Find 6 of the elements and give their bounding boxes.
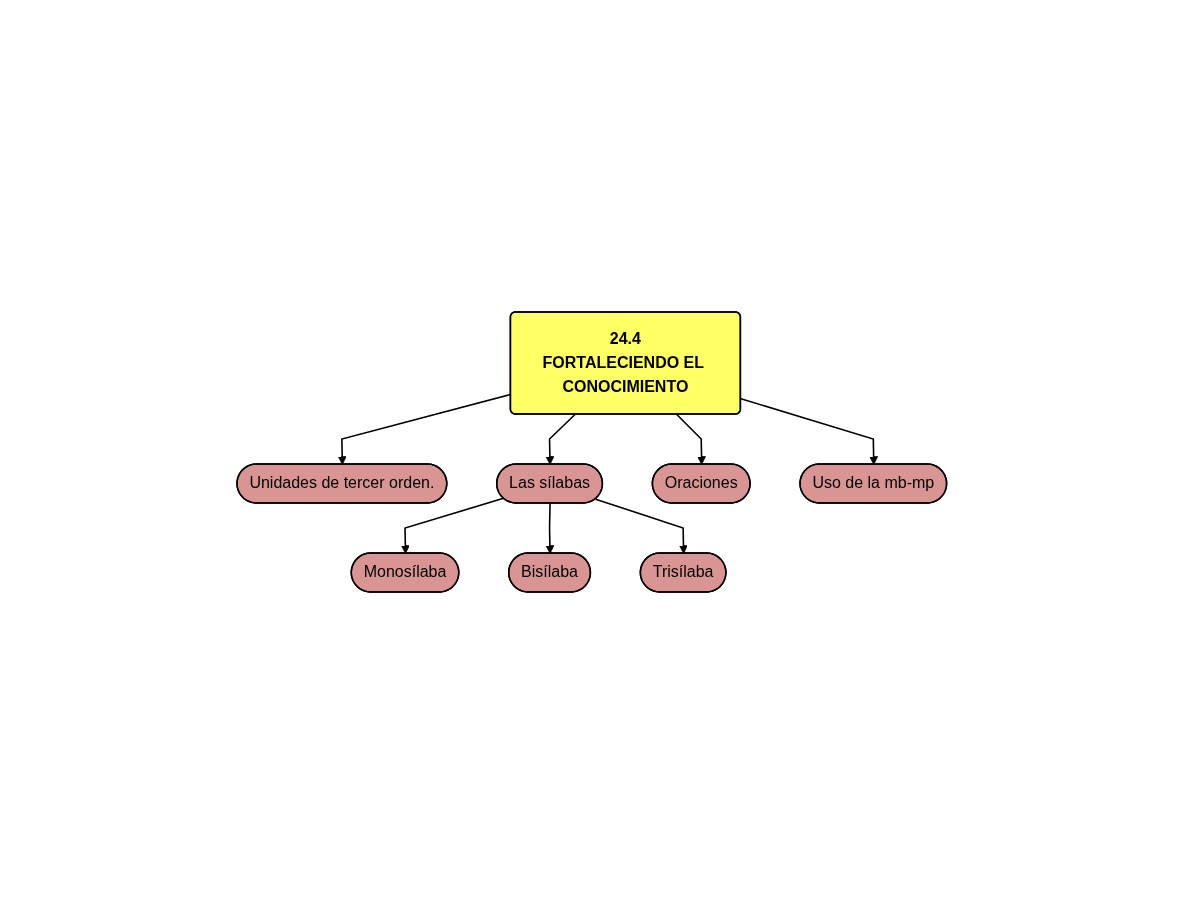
arrow (740, 397, 879, 465)
arrow (401, 497, 505, 554)
arrow (545, 413, 576, 465)
arrow (595, 498, 689, 554)
arrow (676, 413, 707, 465)
arrow (545, 502, 555, 554)
